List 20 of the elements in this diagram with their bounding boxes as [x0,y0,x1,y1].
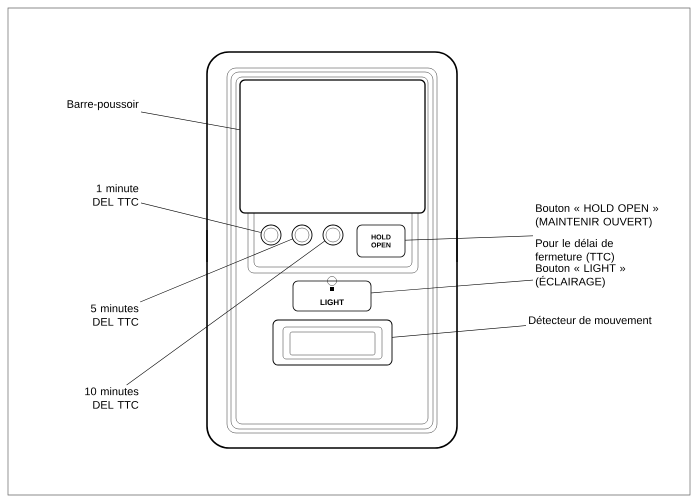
callout-label: 1 minute DEL TTC [93,184,138,206]
leader-line [405,236,534,240]
callout-label: Bouton « LIGHT » (ÉCLAIRAGE) [536,264,626,288]
callout-label: Détecteur de mouvement [529,316,652,324]
leader-line [140,202,262,233]
led-indicator [260,224,282,246]
callout-label: Barre-poussoir [68,100,139,110]
leader-line [140,238,293,302]
push-bar [239,79,426,214]
leader-line [126,240,325,386]
leader-line [392,325,526,338]
motion-detector [272,320,392,366]
light-button: LIGHT [292,280,372,312]
leader-line [371,280,534,294]
leader-line [140,112,240,130]
callout-label: 5 minutes DEL TTC [90,304,138,326]
led-indicator [292,224,312,246]
callout-label: Bouton « HOLD OPEN » (MAINTENIR OUVERT) Pour le délai de fermeture (TTC) [535,204,658,263]
led-indicator [322,224,344,246]
callout-label: 10 minutes DEL TTC [85,387,138,409]
